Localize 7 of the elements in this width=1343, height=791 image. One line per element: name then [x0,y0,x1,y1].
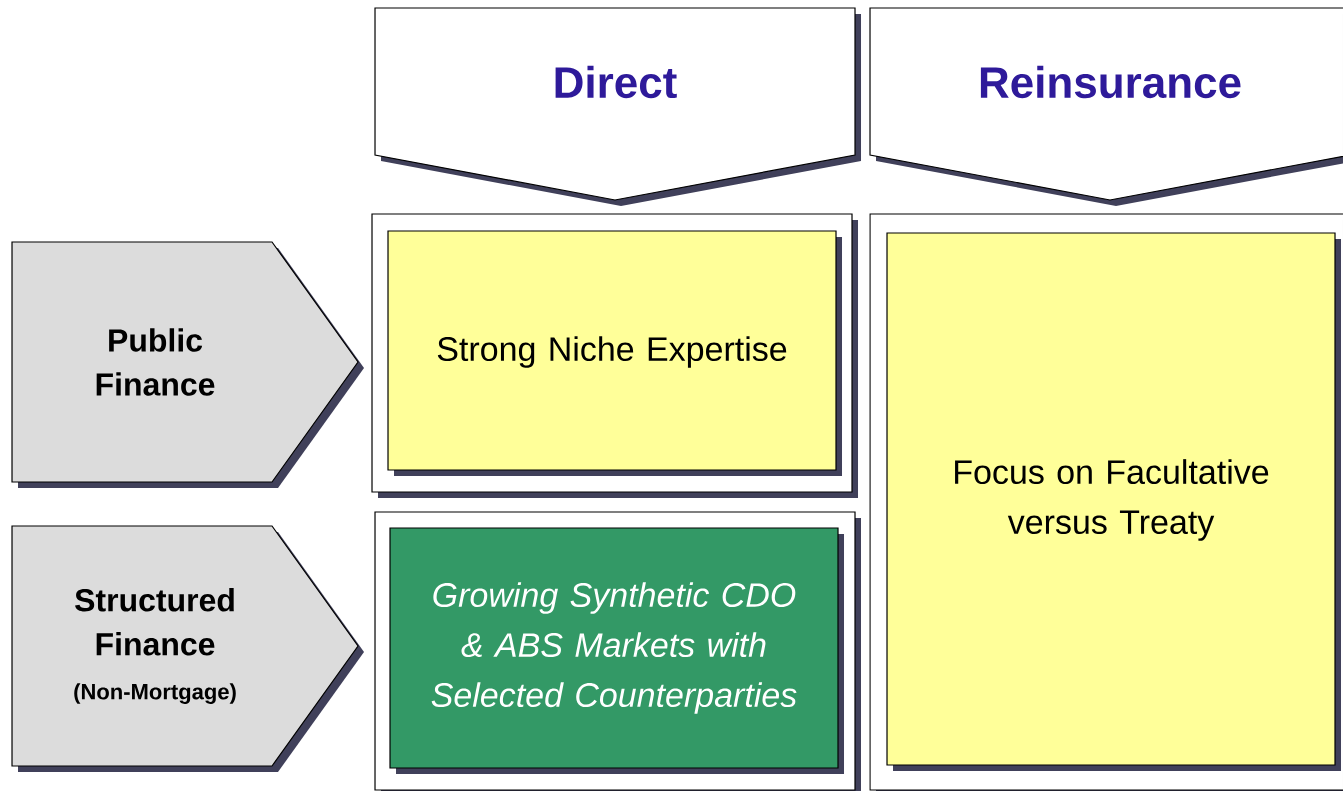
column-header: Direct [374,7,861,206]
text-box: Growing Synthetic CDO & ABS Markets with Selected Counterparties [389,527,844,774]
row-header: Structured Finance (Non-Mortgage) [11,525,364,772]
text-box: Focus on Facultative versus Treaty [886,232,1341,771]
text-box: Strong Niche Expertise [387,230,842,476]
row-header: Public Finance [11,241,364,488]
column-header: Reinsurance [869,7,1343,206]
